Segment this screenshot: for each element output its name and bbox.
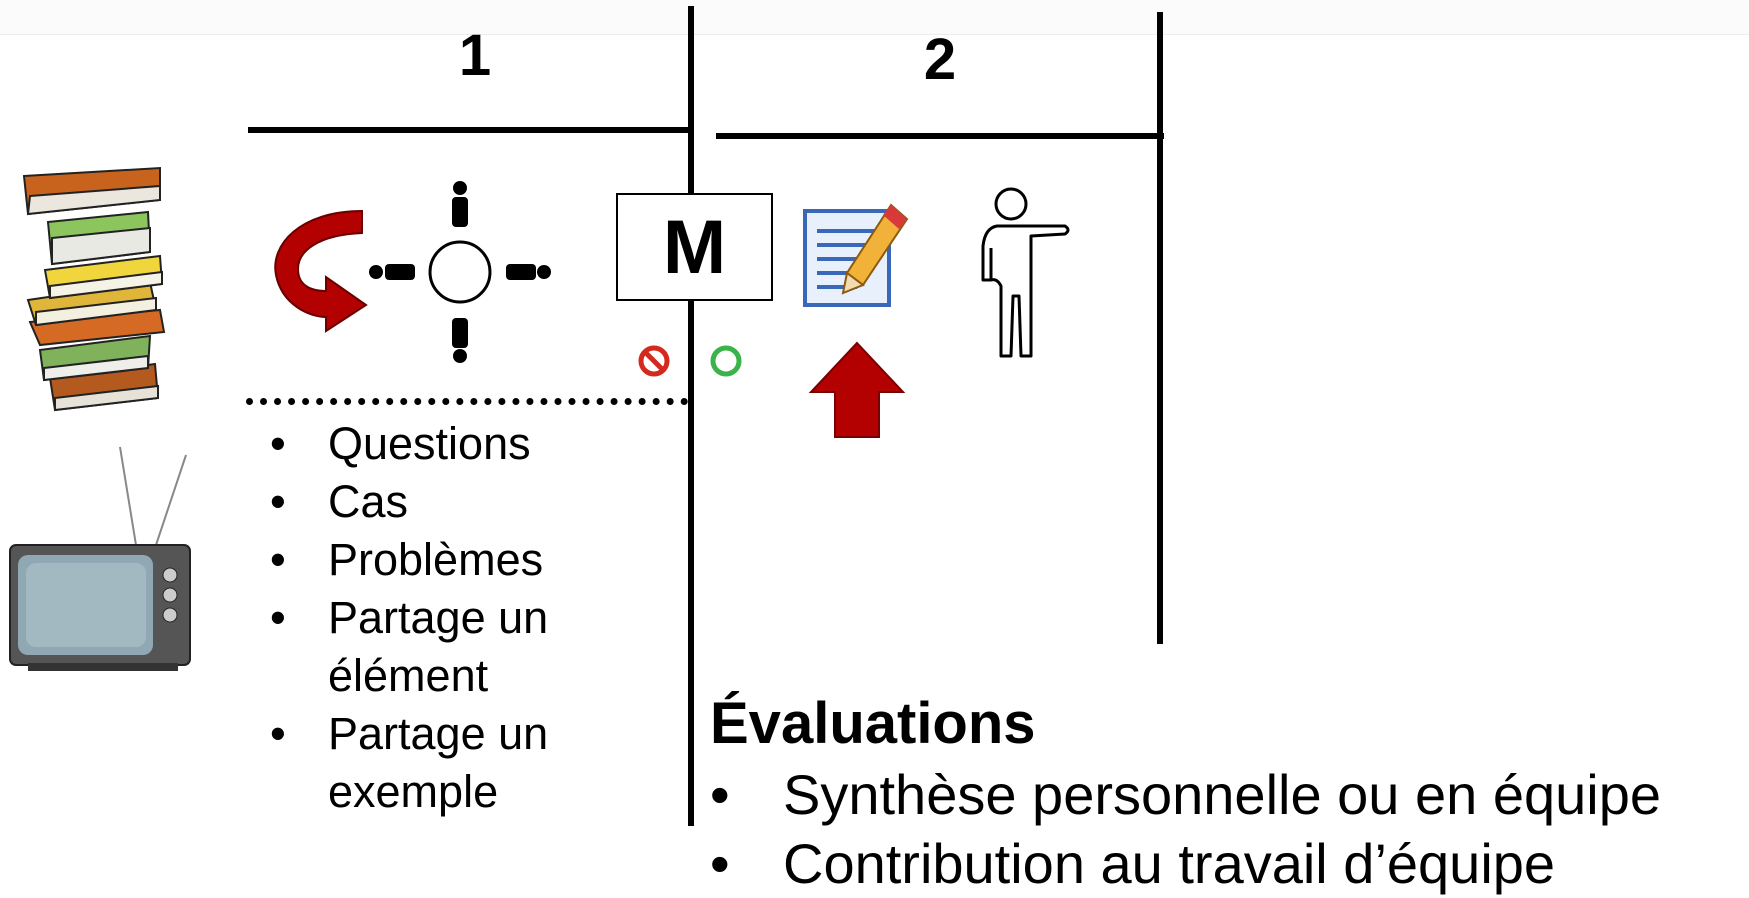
list-item: Synthèse personnelle ou en équipe [710, 760, 1661, 829]
column-number-1: 1 [458, 23, 492, 88]
evaluations-list: Synthèse personnelle ou en équipe Contri… [710, 760, 1661, 898]
green-circle-icon [709, 344, 743, 378]
dotted-separator [246, 398, 688, 405]
list-item: Cas [270, 473, 600, 531]
column-divider-1 [688, 6, 694, 826]
top-strip [0, 0, 1749, 35]
column-2-header-line [716, 133, 1164, 139]
column-number-2: 2 [923, 27, 957, 92]
tv-icon [8, 445, 193, 675]
list-item: Contribution au travail d’équipe [710, 829, 1661, 898]
list-item: Partage un exemple [270, 705, 600, 821]
list-item: Questions [270, 415, 600, 473]
list-item: Partage un élément [270, 589, 600, 705]
list-item: Problèmes [270, 531, 600, 589]
column-1-header-line [248, 127, 691, 133]
books-stack-icon [10, 160, 170, 425]
evaluations-title: Évaluations [710, 691, 1036, 756]
team-table-icon [368, 180, 553, 365]
activity-list: Questions Cas Problèmes Partage un éléme… [270, 415, 600, 821]
no-entry-icon [637, 344, 671, 378]
rotate-arrow-icon [270, 205, 370, 335]
up-arrow-icon [807, 340, 907, 440]
m-box: M [616, 193, 773, 301]
column-divider-2 [1157, 12, 1163, 644]
edit-document-icon [803, 197, 913, 309]
pointing-person-icon [975, 186, 1075, 361]
